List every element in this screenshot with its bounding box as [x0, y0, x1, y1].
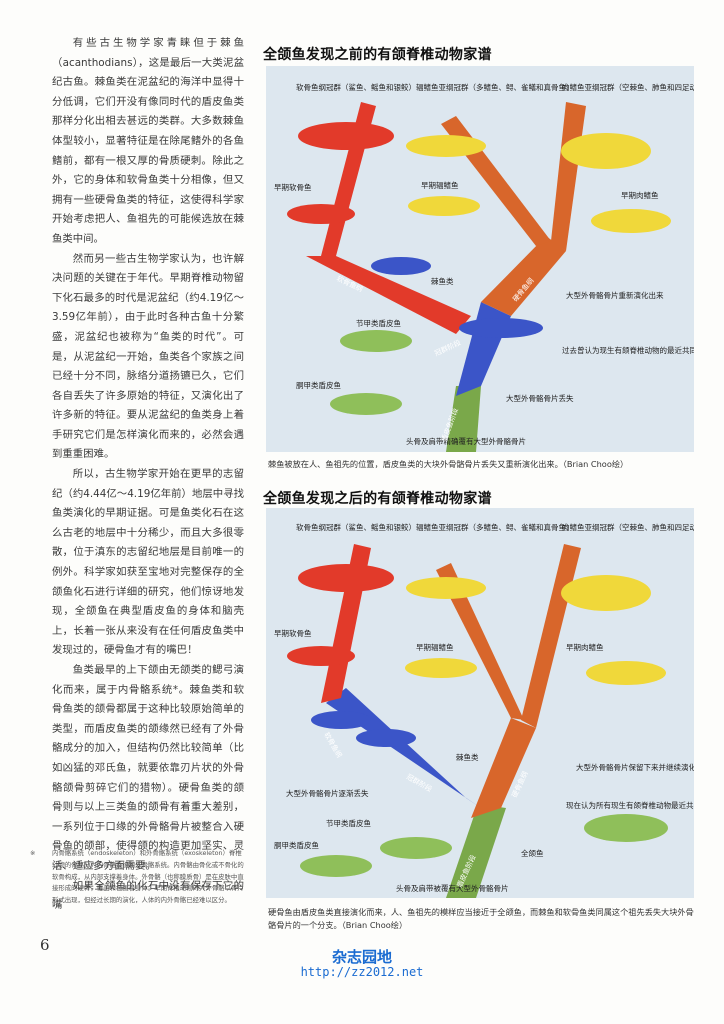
early-shark-silhouette: [287, 204, 355, 224]
antiarch-silhouette: [340, 330, 412, 352]
top-label-sarcopterygii: 肉鳍鱼亚纲冠群（空棘鱼、肺鱼和四足动物）: [562, 522, 694, 532]
top-label-chondrichthyes: 软骨鱼纲冠群（鲨鱼、鳐鱼和银鲛）: [296, 82, 416, 92]
figure2-title: 全颌鱼发现之后的有颌脊椎动物家谱: [263, 491, 492, 507]
branch-sarcopterygii: [551, 102, 586, 251]
branch-sarcopterygii: [521, 544, 581, 728]
label-plate-kept: 大型外骨骼骨片保留下来并继续演化: [576, 762, 694, 772]
shark-silhouette: [298, 564, 394, 592]
figure2-caption: 硬骨鱼由盾皮鱼类直接演化而来，人、鱼祖先的模样应当接近于全颌鱼，而棘鱼和软骨鱼类…: [268, 907, 694, 930]
figure1-title: 全颌鱼发现之前的有颌脊椎动物家谱: [263, 47, 492, 63]
label-ancestor-note: 现在认为所有现生有颌脊椎动物最近共同祖先长得像全颌鱼: [566, 800, 694, 810]
figure1-tree: 软骨鱼纲冠群（鲨鱼、鳐鱼和银鲛） 辐鳍鱼亚纲冠群（多鳍鱼、鲟、雀鳝和真骨鱼） 肉…: [274, 82, 694, 452]
antiarch-silhouette: [380, 837, 452, 859]
early-ray-finned-fish: [408, 196, 480, 216]
shark-silhouette: [298, 122, 394, 150]
acanthodian-fish-1: [311, 711, 371, 729]
branch-stem: [446, 386, 481, 452]
top-label-sarcopterygii: 肉鳍鱼亚纲冠群（空棘鱼、肺鱼和四足动物）: [562, 82, 694, 92]
branch-label-crown: 冠群阶段: [405, 772, 434, 794]
label-early-sarcopterygian: 早期肉鳍鱼: [621, 190, 659, 200]
label-acanthodian: 棘鱼类: [431, 276, 454, 286]
label-early-actinopterygian: 早期辐鳍鱼: [416, 642, 454, 652]
page-number: 6: [40, 936, 50, 954]
early-shark-silhouette: [287, 646, 355, 666]
label-entelognathus: 全颌鱼: [521, 848, 544, 858]
arthrodire-silhouette: [300, 855, 372, 877]
label-head-shoulder: 头骨及肩带被覆有大型外骨骼骨片: [396, 883, 509, 893]
watermark-title: 杂志园地: [331, 948, 392, 966]
paragraph: 如果全颌鱼的化石中没有保存下它的嘴: [52, 879, 244, 912]
label-arthrodire: 胴甲类盾皮鱼: [274, 840, 319, 850]
branch-osteichthyes: [471, 718, 536, 818]
top-label-actinopterygii: 辐鳍鱼亚纲冠群（多鳍鱼、鲟、雀鳝和真骨鱼）: [416, 82, 574, 92]
label-head-shoulder: 头骨及肩带精确覆有大型外骨骼骨片: [406, 436, 526, 446]
acanthodian-fish-2: [356, 729, 416, 747]
label-antiarch: 节甲类盾皮鱼: [326, 818, 371, 828]
article-body: 有些古生物学家青睐但于棘鱼（acanthodians），这是最后一大类泥盆纪古鱼…: [52, 34, 244, 916]
early-lobe-finned-fish: [586, 661, 666, 685]
acanthodian-fish: [371, 257, 431, 275]
arthrodire-silhouette: [330, 393, 402, 415]
acanthodian-ancestor: [459, 318, 543, 338]
footnote-mark: ※: [30, 849, 36, 857]
branch-osteichthyes: [481, 236, 566, 316]
label-arthrodire: 胴甲类盾皮鱼: [296, 380, 341, 390]
ray-finned-fish: [406, 135, 486, 157]
label-plate-gradual-loss: 大型外骨骼骨片逐渐丢失: [286, 788, 369, 798]
label-early-chondrichthyan: 早期软骨鱼: [274, 182, 312, 192]
figure2-tree: 软骨鱼纲冠群（鲨鱼、鳐鱼和银鲛） 辐鳍鱼亚纲冠群（多鳍鱼、鲟、雀鳝和真骨鱼） 肉…: [274, 522, 694, 898]
paragraph: 鱼类最早的上下颌由无颌类的鳃弓演化而来，属于内骨骼系统*。棘鱼类和软骨鱼类的颌骨…: [52, 664, 244, 872]
label-antiarch: 节甲类盾皮鱼: [356, 318, 401, 328]
branch-label-chondrichthyes: 软骨鱼纲: [322, 731, 344, 760]
branch-chondrichthyes: [306, 256, 471, 334]
branch-actinopterygii: [436, 563, 524, 720]
tetrapods-silhouette: [561, 133, 651, 169]
footnote-text: 内骨骼系统（endoskeleton）和外骨骼系统（exoskeleton）脊椎…: [52, 849, 244, 905]
entelognathus-silhouette: [584, 814, 668, 842]
paragraph: 有些古生物学家青睐但于棘鱼（acanthodians），这是最后一大类泥盆纪古鱼…: [52, 37, 244, 245]
ray-finned-fish: [406, 577, 486, 599]
label-plate-loss: 大型外骨骼骨片丢失: [506, 393, 574, 403]
top-label-actinopterygii: 辐鳍鱼亚纲冠群（多鳍鱼、鲟、雀鳝和真骨鱼）: [416, 522, 574, 532]
label-early-actinopterygian: 早期辐鳍鱼: [421, 180, 459, 190]
early-lobe-finned-fish: [591, 209, 671, 233]
figure2-diagram: 软骨鱼纲冠群（鲨鱼、鳐鱼和银鲛） 辐鳍鱼亚纲冠群（多鳍鱼、鲟、雀鳝和真骨鱼） 肉…: [266, 508, 694, 898]
early-ray-finned-fish: [405, 658, 477, 678]
label-early-chondrichthyan: 早期软骨鱼: [274, 628, 312, 638]
paragraph: 所以，古生物学家开始在更早的志留纪（约4.44亿～4.19亿年前）地层中寻找鱼类…: [52, 468, 244, 657]
footnote: ※ 内骨骼系统（endoskeleton）和外骨骼系统（exoskeleton）…: [30, 848, 244, 907]
branch-stem: [446, 804, 506, 898]
label-early-sarcopterygian: 早期肉鳍鱼: [566, 642, 604, 652]
tetrapods-silhouette: [561, 575, 651, 611]
paragraph: 然而另一些古生物学家认为，也许解决问题的关键在于年代。早期脊椎动物留下化石最多的…: [52, 252, 244, 461]
label-plate-reevolve: 大型外骨骼骨片重新演化出来: [566, 290, 664, 300]
watermark-url[interactable]: http://zz2012.net: [300, 965, 424, 979]
top-label-chondrichthyes: 软骨鱼纲冠群（鲨鱼、鳐鱼和银鲛）: [296, 522, 416, 532]
label-acanthodian: 棘鱼类: [456, 752, 479, 762]
figure1-caption: 棘鱼被放在人、鱼祖先的位置，盾皮鱼类的大块外骨骼骨片丢失又重新演化出来。（Bri…: [268, 459, 629, 469]
figure1-diagram: 软骨鱼纲冠群（鲨鱼、鳐鱼和银鲛） 辐鳍鱼亚纲冠群（多鳍鱼、鲟、雀鳝和真骨鱼） 肉…: [266, 66, 694, 452]
label-ancestor-note: 过去曾认为现生有颌脊椎动物的最近共同祖先长得像它: [562, 345, 694, 355]
branch-label-crown: 冠群阶段: [433, 338, 462, 358]
